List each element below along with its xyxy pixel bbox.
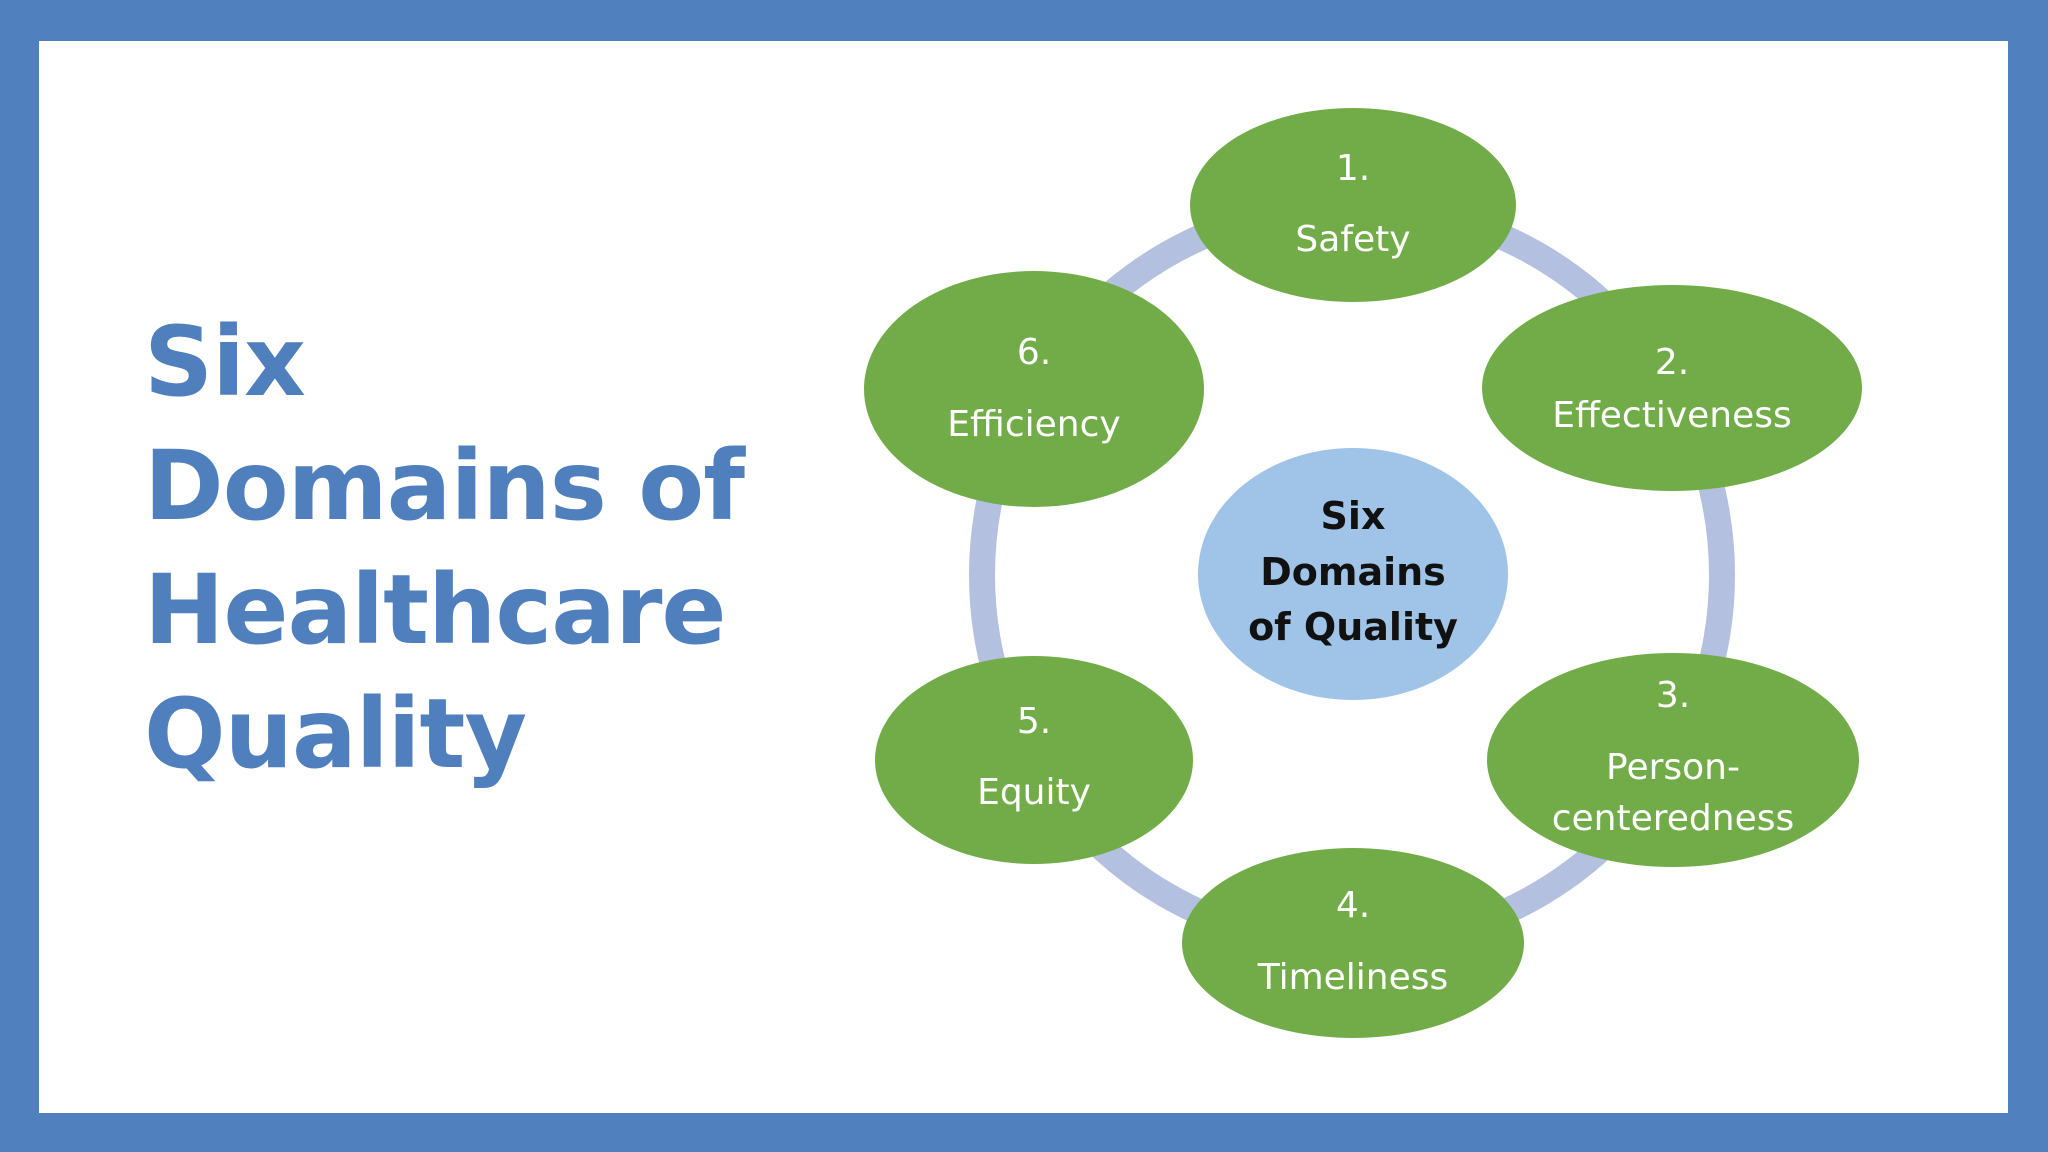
node-label: centeredness: [1552, 798, 1795, 839]
node-number: 6.: [1017, 332, 1051, 373]
domain-node-timeliness: 4. Timeliness: [1182, 848, 1524, 1038]
node-label: Efficiency: [947, 404, 1120, 445]
node-ellipse: [1487, 653, 1859, 867]
domain-node-effectiveness: 2. Effectiveness: [1482, 285, 1862, 491]
node-label: Timeliness: [1257, 957, 1449, 998]
node-ellipse: [1482, 285, 1862, 491]
node-ellipse: [1182, 848, 1524, 1038]
node-ellipse: [864, 271, 1204, 507]
node-number: 2.: [1655, 342, 1689, 383]
domain-node-safety: 1. Safety: [1190, 108, 1516, 302]
center-label-line: of Quality: [1248, 605, 1458, 649]
title-line: Healthcare: [144, 554, 727, 666]
node-number: 1.: [1336, 148, 1370, 189]
node-ellipse: [1190, 108, 1516, 302]
node-label: Safety: [1295, 219, 1410, 260]
title-line: Six: [144, 306, 306, 418]
node-number: 4.: [1336, 885, 1370, 926]
title-line: Quality: [144, 678, 527, 790]
node-label: Effectiveness: [1552, 395, 1792, 436]
domain-node-person-centeredness: 3. Person- centeredness: [1487, 653, 1859, 867]
slide-title: Six Domains of Healthcare Quality: [144, 300, 784, 796]
node-ellipse: [875, 656, 1193, 864]
node-number: 3.: [1656, 675, 1690, 716]
slide-canvas: [39, 41, 2008, 1113]
node-label: Person-: [1606, 747, 1740, 788]
center-circle: [1198, 448, 1508, 700]
title-line: Domains of: [144, 430, 745, 542]
center-label-line: Six: [1321, 494, 1386, 538]
domain-node-efficiency: 6. Efficiency: [864, 271, 1204, 507]
center-label-line: Domains: [1260, 550, 1446, 594]
domain-node-equity: 5. Equity: [875, 656, 1193, 864]
node-label: Equity: [977, 772, 1091, 813]
node-number: 5.: [1017, 701, 1051, 742]
